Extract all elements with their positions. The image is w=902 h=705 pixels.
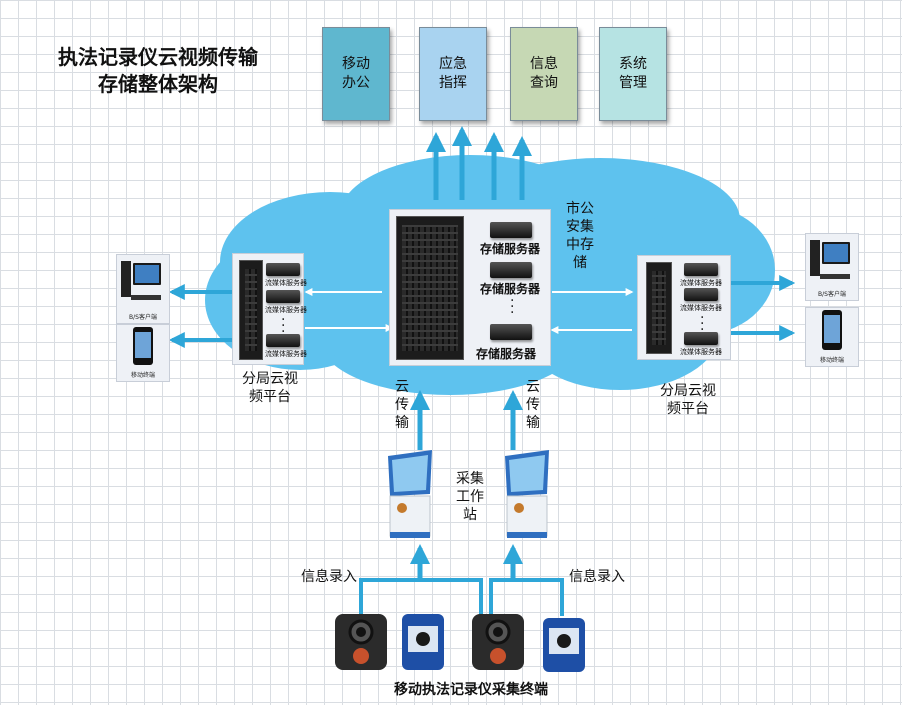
stream-server-label: 流媒体服务器 bbox=[265, 306, 307, 314]
bs-client-label: B/S客户端 bbox=[129, 314, 157, 321]
stream-server-icon bbox=[266, 334, 300, 347]
left-mobile-terminal: 移动终端 bbox=[116, 324, 170, 382]
rack-icon bbox=[646, 262, 672, 354]
cloud-transfer-arrows bbox=[410, 390, 523, 578]
ellipsis-dots: ··· bbox=[281, 312, 286, 340]
phone-icon bbox=[822, 310, 842, 350]
client-arrows bbox=[168, 275, 796, 348]
stream-server-icon bbox=[684, 288, 718, 301]
app-box-mobile-office: 移动 办公 bbox=[322, 27, 390, 121]
left-branch-label: 分局云视 频平台 bbox=[242, 371, 298, 405]
phone-icon bbox=[133, 327, 153, 365]
stream-server-icon bbox=[266, 263, 300, 276]
storage-server-icon bbox=[490, 324, 532, 340]
app-label: 应急 指挥 bbox=[439, 56, 467, 91]
app-label: 移动 办公 bbox=[342, 56, 370, 91]
stream-server-label: 流媒体服务器 bbox=[265, 350, 307, 358]
terminal-label: 移动执法记录仪采集终端 bbox=[394, 682, 548, 698]
workstation-kiosk-right bbox=[505, 450, 549, 538]
body-camera-icon bbox=[335, 614, 387, 670]
stream-server-label: 流媒体服务器 bbox=[680, 304, 722, 312]
body-camera-icon bbox=[402, 614, 444, 670]
workstation-kiosk-left bbox=[388, 450, 432, 538]
title-line-2: 存储整体架构 bbox=[98, 72, 218, 96]
central-storage-panel: 存储服务器 存储服务器 ··· 存储服务器 bbox=[389, 209, 551, 366]
storage-server-label: 存储服务器 bbox=[476, 347, 537, 361]
pc-icon bbox=[121, 261, 161, 300]
stream-server-label: 流媒体服务器 bbox=[680, 348, 722, 356]
storage-server-label: 存储服务器 bbox=[480, 242, 541, 256]
app-box-system-management: 系统 管理 bbox=[599, 27, 667, 121]
storage-rack-icon bbox=[396, 216, 464, 360]
app-box-emergency-command: 应急 指挥 bbox=[419, 27, 487, 121]
mobile-terminal-label: 移动终端 bbox=[819, 357, 844, 364]
recorder-connectors bbox=[359, 578, 564, 616]
info-input-label-right: 信息录入 bbox=[569, 569, 625, 585]
body-camera-icon bbox=[543, 618, 585, 672]
right-mobile-terminal: 移动终端 bbox=[805, 307, 859, 367]
central-storage-label: 市公 安集 中存 储 bbox=[566, 201, 594, 271]
cloud-transfer-label-left: 云 传 输 bbox=[395, 379, 409, 431]
cloud-transfer-label-right: 云 传 输 bbox=[526, 379, 540, 431]
right-bs-client: B/S客户端 bbox=[805, 233, 859, 301]
left-branch-platform: 流媒体服务器 流媒体服务器 ··· 流媒体服务器 bbox=[232, 253, 307, 365]
storage-sync-arrows bbox=[304, 288, 634, 334]
right-branch-platform: 流媒体服务器 流媒体服务器 ··· 流媒体服务器 bbox=[637, 255, 731, 360]
stream-server-label: 流媒体服务器 bbox=[265, 279, 307, 287]
rack-icon bbox=[239, 260, 263, 360]
stream-server-icon bbox=[266, 290, 300, 303]
storage-server-icon bbox=[490, 222, 532, 238]
left-bs-client: B/S客户端 bbox=[116, 254, 170, 324]
stream-server-label: 流媒体服务器 bbox=[680, 279, 722, 287]
diagram-title: 执法记录仪云视频传输 存储整体架构 bbox=[38, 44, 278, 98]
info-input-label-left: 信息录入 bbox=[301, 569, 357, 585]
app-box-info-query: 信息 查询 bbox=[510, 27, 578, 121]
body-camera-icon bbox=[472, 614, 524, 670]
app-label: 信息 查询 bbox=[530, 56, 558, 91]
workstation-label: 采集 工作 站 bbox=[456, 471, 484, 523]
bs-client-label: B/S客户端 bbox=[818, 291, 846, 298]
storage-server-icon bbox=[490, 262, 532, 278]
ellipsis-dots: ··· bbox=[700, 310, 705, 338]
stream-server-icon bbox=[684, 332, 718, 345]
ellipsis-dots: ··· bbox=[510, 293, 515, 321]
storage-server-label: 存储服务器 bbox=[480, 282, 541, 296]
stream-server-icon bbox=[684, 263, 718, 276]
mobile-terminal-label: 移动终端 bbox=[130, 372, 155, 379]
app-label: 系统 管理 bbox=[619, 56, 647, 91]
pc-icon bbox=[810, 240, 850, 279]
right-branch-label: 分局云视 频平台 bbox=[660, 383, 716, 417]
title-line-1: 执法记录仪云视频传输 bbox=[58, 45, 258, 69]
up-arrows-to-apps bbox=[426, 126, 532, 200]
